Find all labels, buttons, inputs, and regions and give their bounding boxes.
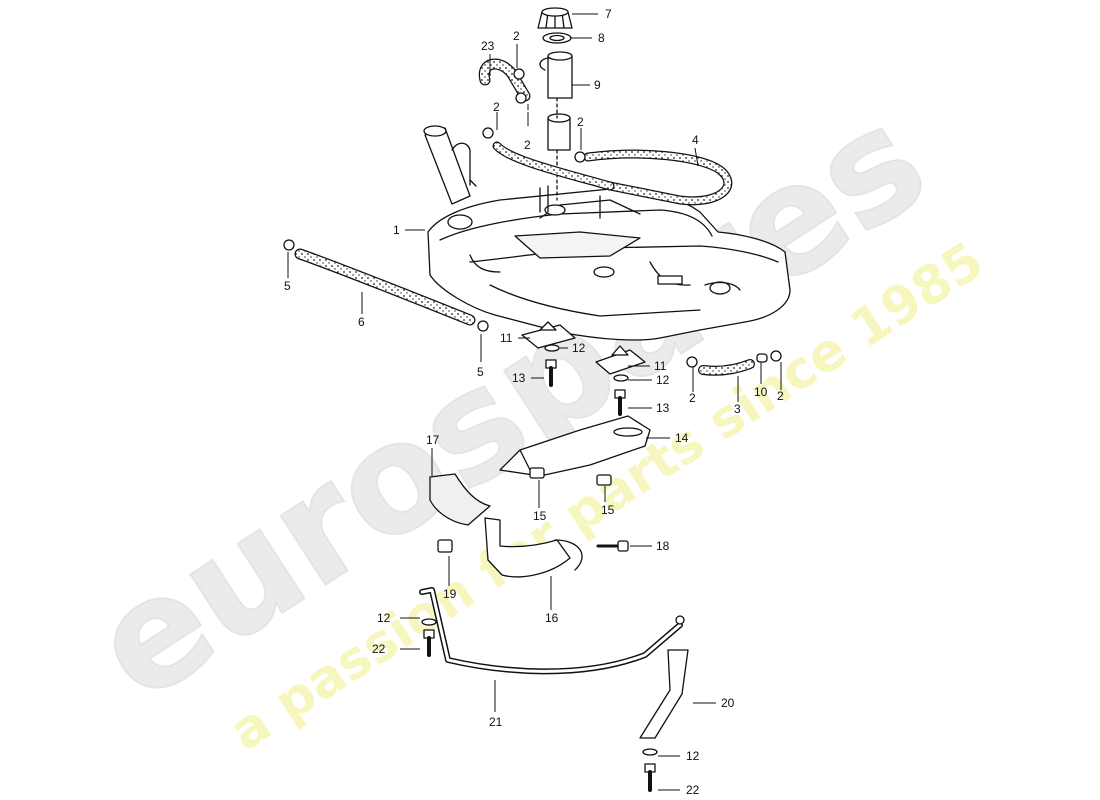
watermark-brand: eurospares (65, 73, 955, 735)
tank-cover (499, 415, 651, 477)
callout-12-a: 12 (572, 341, 586, 355)
callout-2-b: 2 (493, 100, 500, 114)
callout-4: 4 (692, 133, 699, 147)
callout-12-b: 12 (656, 373, 670, 387)
callout-18: 18 (656, 539, 670, 553)
callout-19: 19 (443, 587, 457, 601)
callout-11-b: 11 (654, 359, 667, 373)
callout-12-d: 12 (686, 749, 700, 763)
hose-clamps (283, 68, 782, 368)
heat-shield (429, 473, 491, 526)
callout-10: 10 (754, 385, 768, 399)
callout-13-b: 13 (656, 401, 670, 415)
tank-mount-right (595, 345, 646, 375)
callout-1: 1 (393, 223, 400, 237)
callout-20: 20 (721, 696, 735, 710)
bracket (484, 517, 583, 578)
callout-2-e: 2 (689, 391, 696, 405)
callout-2-d: 2 (577, 115, 584, 129)
callout-23: 23 (481, 39, 495, 53)
callout-12-c: 12 (377, 611, 391, 625)
screw (596, 540, 629, 552)
callout-2-a: 2 (513, 29, 520, 43)
watermark: eurospares a passion for parts since 198… (64, 72, 994, 763)
clip-19 (437, 539, 453, 553)
callout-22-b: 22 (686, 783, 700, 797)
sender-unit (539, 51, 573, 201)
callout-11-a: 11 (500, 331, 513, 345)
washers-bolts (421, 344, 658, 792)
callout-15-b: 15 (601, 503, 615, 517)
strap-bracket (639, 649, 689, 739)
callout-2-c: 2 (524, 138, 531, 152)
callout-2-f: 2 (777, 389, 784, 403)
callout-leaders (287, 13, 782, 791)
callout-8: 8 (598, 31, 605, 45)
callout-15-a: 15 (533, 509, 547, 523)
callout-9: 9 (594, 78, 601, 92)
cap-gasket (542, 32, 572, 44)
callout-13-a: 13 (512, 371, 526, 385)
callout-17: 17 (426, 433, 440, 447)
callout-21: 21 (489, 715, 503, 729)
filler-neck (423, 125, 477, 205)
callout-16: 16 (545, 611, 559, 625)
callout-7: 7 (605, 7, 612, 21)
callout-22-a: 22 (372, 642, 386, 656)
tank-mount-left (521, 321, 576, 349)
callout-5-b: 5 (477, 365, 484, 379)
callout-labels: 7 8 9 23 2 2 2 2 4 1 5 6 5 11 12 13 11 1… (284, 7, 784, 797)
fuel-tank (427, 185, 791, 341)
callout-5-a: 5 (284, 279, 291, 293)
clips (529, 467, 612, 486)
callout-14: 14 (675, 431, 689, 445)
tank-cap (537, 7, 573, 29)
callout-3: 3 (734, 402, 741, 416)
callout-6: 6 (358, 315, 365, 329)
tank-strap (419, 587, 685, 675)
